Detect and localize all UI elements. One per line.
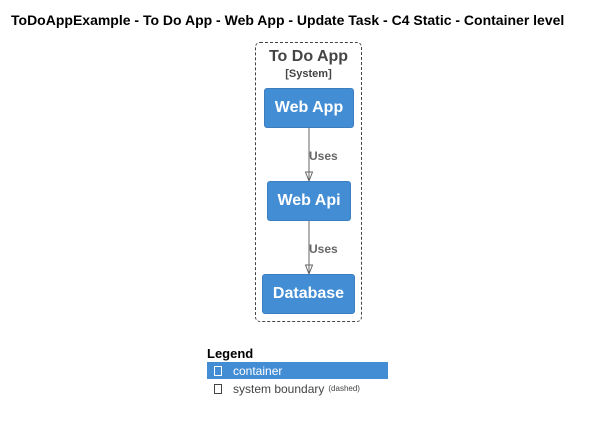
legend-boundary-note: (dashed)	[328, 384, 360, 393]
system-boundary: To Do App [System]	[255, 42, 362, 322]
container-swatch-icon	[214, 365, 222, 376]
database-container[interactable]: Database	[262, 274, 355, 314]
arrowhead-api-to-db	[304, 264, 314, 276]
legend-container-label: container	[233, 363, 283, 378]
boundary-swatch-icon	[214, 383, 222, 394]
legend-item-container: container	[207, 362, 388, 379]
legend-title: Legend	[207, 346, 254, 361]
diagram-title: ToDoAppExample - To Do App - Web App - U…	[11, 12, 565, 28]
legend-boundary-label: system boundary	[233, 381, 325, 396]
web-app-container[interactable]: Web App	[264, 88, 354, 128]
arrowhead-app-to-api	[304, 171, 314, 183]
legend-item-boundary: system boundary (dashed)	[207, 380, 388, 397]
web-api-container[interactable]: Web Api	[267, 181, 351, 221]
relationship-label-app-api: Uses	[309, 149, 338, 163]
relationship-label-api-db: Uses	[309, 242, 338, 256]
boundary-name: To Do App	[268, 48, 349, 65]
boundary-type: [System]	[285, 68, 332, 80]
